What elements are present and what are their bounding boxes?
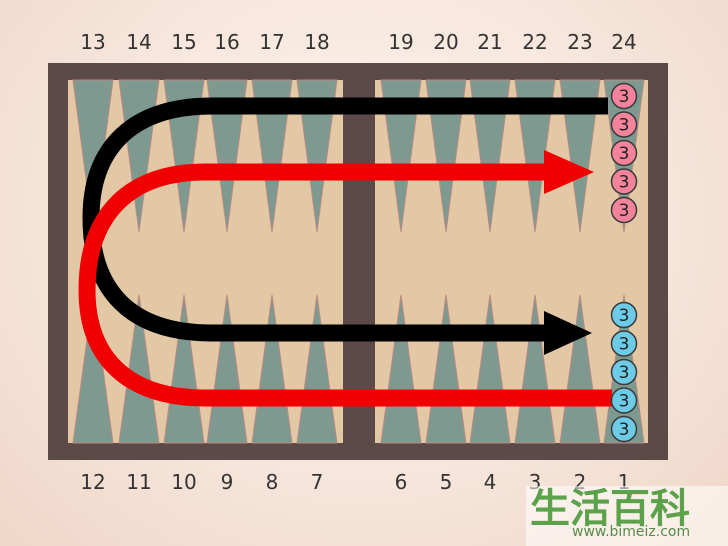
pink-checker: [610, 196, 638, 224]
black-arrowhead: [544, 311, 592, 355]
point-21: [469, 79, 511, 233]
watermark-bg: [526, 486, 728, 546]
point-number-23: 23: [567, 30, 592, 54]
point-number-24: 24: [611, 30, 636, 54]
blue-checker-label: 3: [619, 306, 630, 326]
blue-checker-label: 3: [619, 335, 630, 355]
point-number-20: 20: [433, 30, 458, 54]
blue-checker-label: 3: [619, 420, 630, 440]
pink-checker: [610, 139, 638, 167]
blue-checker: [610, 330, 638, 357]
point-23: [559, 79, 601, 233]
point-12: [72, 294, 114, 444]
pink-checker-label: 3: [619, 116, 630, 136]
point-number-6: 6: [395, 470, 408, 494]
point-number-13: 13: [80, 30, 105, 54]
point-number-17: 17: [259, 30, 284, 54]
watermark: 生活百科 www.bimeiz.com: [526, 486, 728, 546]
pink-checker: [610, 168, 638, 195]
point-number-9: 9: [221, 470, 234, 494]
point-number-11: 11: [126, 470, 151, 494]
top-point-numbers: 13 14 15 16 17 18 19 20 21 22 23 24: [80, 30, 636, 54]
blue-checker-label: 3: [619, 392, 630, 412]
red-arrow: [78, 150, 612, 407]
point-number-8: 8: [266, 470, 279, 494]
point-17: [251, 79, 293, 233]
blue-checker: [610, 415, 638, 443]
point-number-22: 22: [522, 30, 547, 54]
point-number-10: 10: [171, 470, 196, 494]
point-18: [296, 79, 338, 233]
point-number-16: 16: [214, 30, 239, 54]
point-number-18: 18: [304, 30, 329, 54]
left-half-felt: [68, 80, 343, 443]
pink-checker-label: 3: [619, 144, 630, 164]
blue-checker-stack: 3 3 3 3 3: [610, 301, 638, 443]
blue-checker: [610, 358, 638, 386]
point-number-12: 12: [80, 470, 105, 494]
blue-checker: [610, 301, 638, 329]
blue-checker: [610, 387, 638, 414]
point-19: [380, 79, 422, 233]
pink-checker-label: 3: [619, 201, 630, 221]
point-number-5: 5: [440, 470, 453, 494]
point-16: [206, 79, 248, 233]
pink-checker-label: 3: [619, 87, 630, 107]
pink-checker-label: 3: [619, 173, 630, 193]
red-arrowhead: [544, 150, 594, 194]
pink-checker-stack: 3 3 3 3 3: [610, 82, 638, 224]
pink-checker: [610, 82, 638, 110]
point-number-7: 7: [311, 470, 324, 494]
black-arrow: [82, 97, 608, 355]
black-arrow-path-upper: [82, 97, 608, 342]
blue-checker-label: 3: [619, 363, 630, 383]
point-number-14: 14: [126, 30, 151, 54]
watermark-chinese: 生活百科: [530, 486, 690, 532]
point-number-21: 21: [477, 30, 502, 54]
point-20: [425, 79, 467, 233]
point-number-4: 4: [484, 470, 497, 494]
right-half-felt: [375, 80, 648, 443]
watermark-url: www.bimeiz.com: [572, 524, 690, 540]
pink-checker: [610, 111, 638, 138]
point-number-15: 15: [171, 30, 196, 54]
red-arrow-path: [78, 163, 612, 407]
point-number-19: 19: [388, 30, 413, 54]
